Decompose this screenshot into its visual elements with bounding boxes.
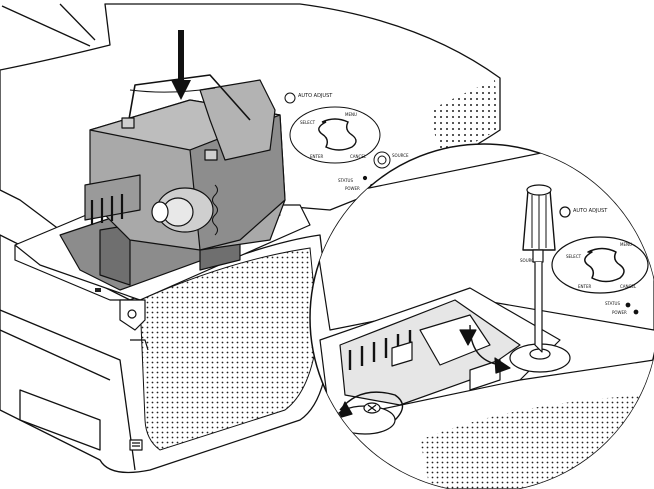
power-label: POWER <box>345 186 360 191</box>
auto-adjust-label-detail: AUTO ADJUST <box>573 208 608 214</box>
cancel-label-detail: CANCEL <box>620 284 637 289</box>
source-label-detail: SOURCE <box>520 258 537 263</box>
select-label: SELECT <box>300 120 316 125</box>
menu-label-detail: MENU <box>620 242 632 247</box>
status-label: STATUS <box>338 178 353 183</box>
source-label: SOURCE <box>392 153 409 158</box>
enter-label-detail: ENTER <box>578 284 591 289</box>
menu-label: MENU <box>345 112 357 117</box>
power-label-detail: POWER <box>612 310 627 315</box>
cancel-label: CANCEL <box>350 154 367 159</box>
status-label-detail: STATUS <box>605 301 620 306</box>
auto-adjust-label: AUTO ADJUST <box>298 93 333 99</box>
select-label-detail: SELECT <box>566 254 582 259</box>
control-panel: AUTO ADJUST SELECT MENU ENTER CANCEL SOU… <box>284 92 409 191</box>
detail-circle: SELECT MENU ENTER CANCEL AUTO ADJUST SOU… <box>309 143 654 489</box>
down-arrow-icon <box>171 30 191 100</box>
speaker-grille <box>139 247 319 451</box>
rear-grille <box>430 80 498 160</box>
enter-label: ENTER <box>310 154 323 159</box>
